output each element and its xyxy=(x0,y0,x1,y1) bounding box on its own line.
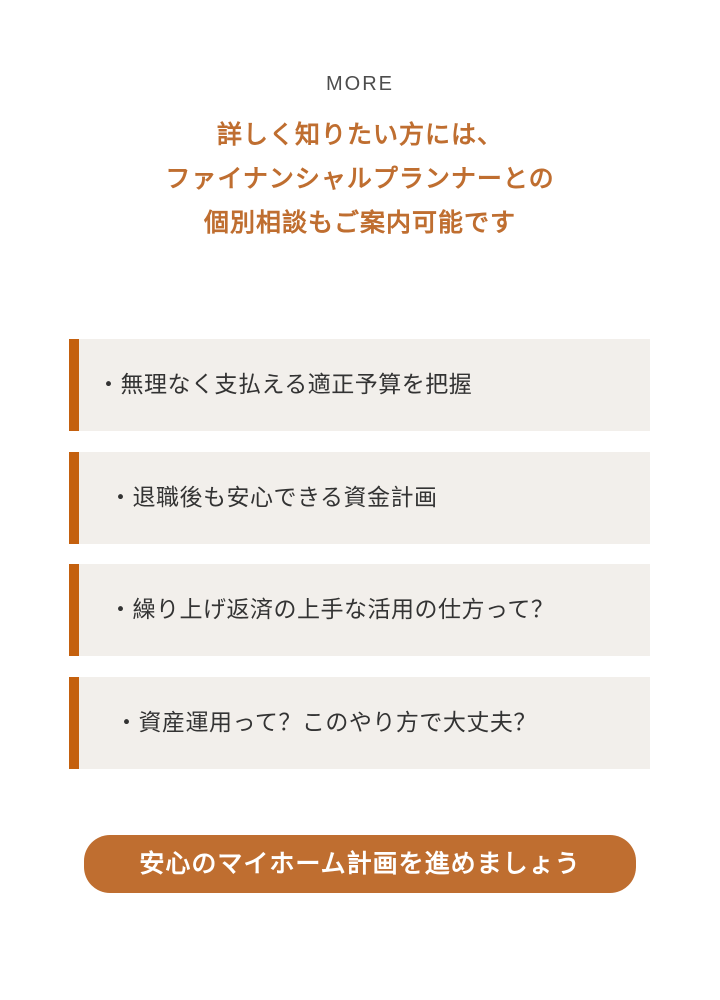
list-item: ・無理なく支払える適正予算を把握 xyxy=(69,339,650,431)
list-item: ・資産運用って？このやり方で大丈夫？ xyxy=(69,677,650,769)
list-item-label: ・繰り上げ返済の上手な活用の仕方って？ xyxy=(109,597,555,623)
list-item-label: ・資産運用って？このやり方で大丈夫？ xyxy=(115,710,537,736)
accent-bar xyxy=(69,564,79,656)
headline-line-1: 詳しく知りたい方には、 xyxy=(216,120,503,149)
list-item: ・退職後も安心できる資金計画 xyxy=(69,452,650,544)
section-headline: 詳しく知りたい方には、 ファイナンシャルプランナーとの 個別相談もご案内可能です xyxy=(0,113,720,245)
list-item-label: ・退職後も安心できる資金計画 xyxy=(109,485,438,511)
accent-bar xyxy=(69,339,79,431)
list-item-label: ・無理なく支払える適正予算を把握 xyxy=(97,372,473,398)
section-eyebrow: MORE xyxy=(326,73,394,95)
accent-bar xyxy=(69,677,79,769)
headline-line-3: 個別相談もご案内可能です xyxy=(203,208,516,237)
accent-bar xyxy=(69,452,79,544)
cta-button[interactable]: 安心のマイホーム計画を進めましょう xyxy=(84,835,636,893)
headline-line-2: ファイナンシャルプランナーとの xyxy=(165,164,555,193)
list-item: ・繰り上げ返済の上手な活用の仕方って？ xyxy=(69,564,650,656)
